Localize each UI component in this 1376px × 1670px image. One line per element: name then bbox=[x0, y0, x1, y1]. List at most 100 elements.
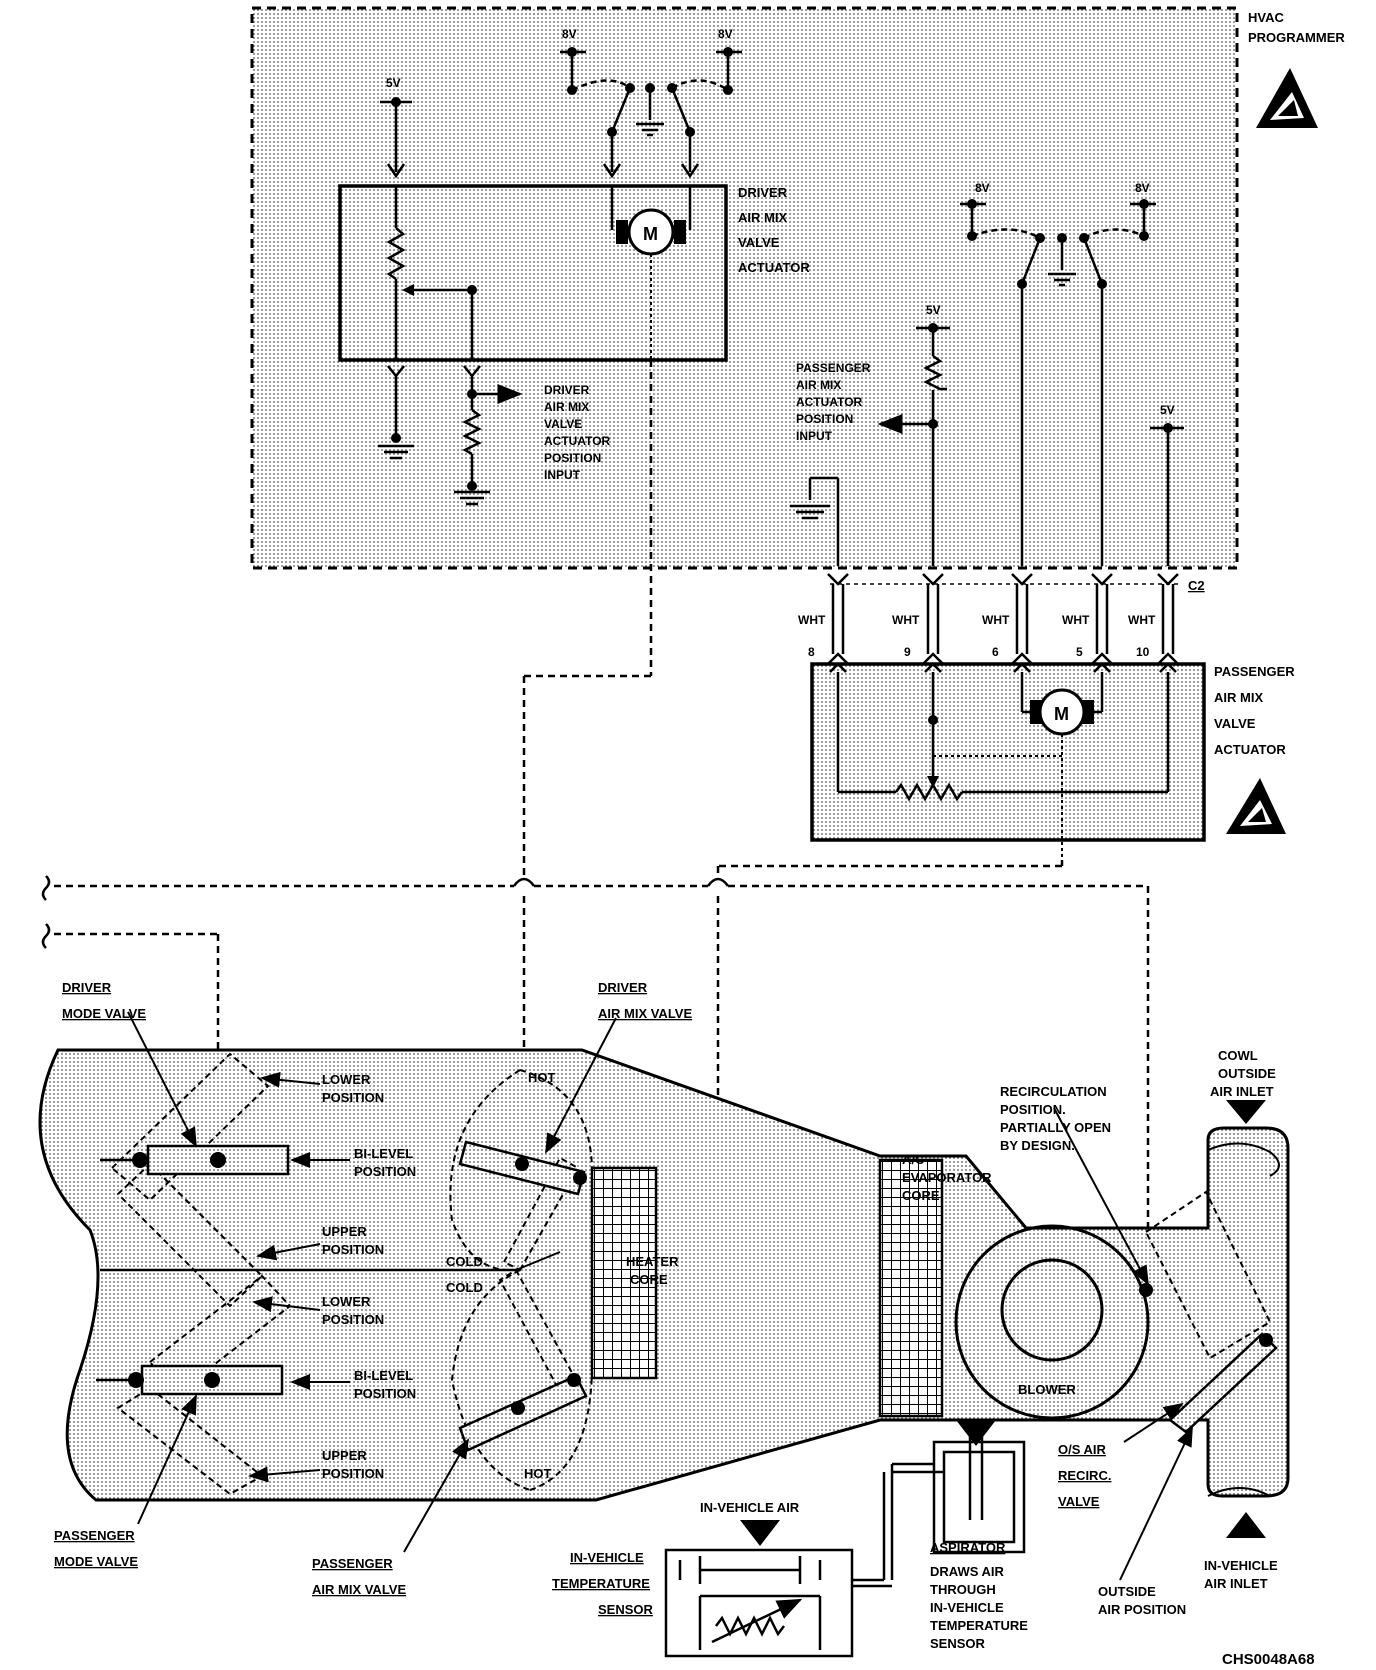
blower-label: BLOWER bbox=[1018, 1382, 1076, 1397]
bilevel-position-top-2: POSITION bbox=[354, 1164, 416, 1179]
passenger-actuator-title-4: ACTUATOR bbox=[1214, 742, 1286, 757]
bilevel-position-bottom-2: POSITION bbox=[354, 1386, 416, 1401]
in-vehicle-inlet-label-2: AIR INLET bbox=[1204, 1576, 1268, 1591]
wire-color-5: WHT bbox=[1062, 613, 1090, 627]
driver-input-line-1: DRIVER bbox=[544, 383, 590, 397]
passenger-5v-label: 5V bbox=[926, 303, 941, 317]
recirculation-label-2: POSITION. bbox=[1000, 1102, 1066, 1117]
in-vehicle-inlet-arrow bbox=[1226, 1512, 1266, 1538]
driver-actuator-title-4: ACTUATOR bbox=[738, 260, 810, 275]
lower-position-bottom-2: POSITION bbox=[322, 1312, 384, 1327]
evaporator-label-3: CORE bbox=[902, 1188, 940, 1203]
aspirator-label-6: SENSOR bbox=[930, 1636, 986, 1651]
driver-air-mix-actuator: M bbox=[338, 184, 728, 362]
passenger-motor-label: M bbox=[1054, 704, 1069, 724]
driver-5v-label: 5V bbox=[386, 76, 401, 90]
os-air-valve-label-1: O/S AIR bbox=[1058, 1442, 1107, 1457]
cowl-inlet-label-3: AIR INLET bbox=[1210, 1084, 1274, 1099]
passenger-input-line-5: INPUT bbox=[796, 429, 833, 443]
outside-air-position-label-1: OUTSIDE bbox=[1098, 1584, 1156, 1599]
upper-position-top-1: UPPER bbox=[322, 1224, 367, 1239]
programmer-title-2: PROGRAMMER bbox=[1248, 30, 1345, 45]
in-vehicle-inlet-label-1: IN-VEHICLE bbox=[1204, 1558, 1278, 1573]
driver-mode-valve-label-2: MODE VALVE bbox=[62, 1006, 146, 1021]
wire-color-10: WHT bbox=[1128, 613, 1156, 627]
evaporator-label-1: A/C bbox=[902, 1152, 925, 1167]
cowl-inlet-label-1: COWL bbox=[1218, 1048, 1258, 1063]
bilevel-position-top-1: BI-LEVEL bbox=[354, 1146, 413, 1161]
passenger-8v-label-left: 8V bbox=[975, 181, 990, 195]
passenger-input-line-1: PASSENGER bbox=[796, 361, 871, 375]
aspirator-airflow-arrow bbox=[956, 1420, 996, 1446]
pin-6: 6 bbox=[992, 645, 999, 659]
lower-position-top-2: POSITION bbox=[322, 1090, 384, 1105]
aspirator-label-3: THROUGH bbox=[930, 1582, 996, 1597]
outside-air-position-label-2: AIR POSITION bbox=[1098, 1602, 1186, 1617]
in-vehicle-air-label: IN-VEHICLE AIR bbox=[700, 1500, 800, 1515]
driver-input-line-6: INPUT bbox=[544, 468, 581, 482]
cold-label-bottom: COLD bbox=[446, 1280, 483, 1295]
passenger-input-line-4: POSITION bbox=[796, 412, 853, 426]
passenger-input-line-3: ACTUATOR bbox=[796, 395, 863, 409]
upper-position-top-2: POSITION bbox=[322, 1242, 384, 1257]
driver-8v-label-left: 8V bbox=[562, 27, 577, 41]
driver-motor-drive-switches bbox=[560, 50, 742, 172]
passenger-5v-label-2: 5V bbox=[1160, 403, 1175, 417]
upper-position-bottom-1: UPPER bbox=[322, 1448, 367, 1463]
cowl-inlet-label-2: OUTSIDE bbox=[1218, 1066, 1276, 1081]
recirculation-label-3: PARTIALLY OPEN bbox=[1000, 1120, 1111, 1135]
hvac-module-housing bbox=[38, 1048, 1290, 1502]
upper-position-bottom-2: POSITION bbox=[322, 1466, 384, 1481]
heater-core-label-1: HEATER bbox=[626, 1254, 679, 1269]
connector-name: C2 bbox=[1188, 578, 1205, 593]
driver-air-mix-valve-label-2: AIR MIX VALVE bbox=[598, 1006, 692, 1021]
lower-position-bottom-1: LOWER bbox=[322, 1294, 371, 1309]
programmer-title-1: HVAC bbox=[1248, 10, 1284, 25]
hot-label-bottom: HOT bbox=[524, 1466, 552, 1481]
evaporator-label-2: EVAPORATOR bbox=[902, 1170, 992, 1185]
aspirator-label-1: ASPIRATOR bbox=[930, 1540, 1006, 1555]
temp-sensor-label-2: TEMPERATURE bbox=[552, 1576, 650, 1591]
pin-10: 10 bbox=[1136, 645, 1150, 659]
driver-input-line-2: AIR MIX bbox=[544, 400, 589, 414]
in-vehicle-air-arrow bbox=[740, 1520, 780, 1546]
heater-core bbox=[590, 1166, 658, 1380]
driver-air-mix-valve-label-1: DRIVER bbox=[598, 980, 648, 995]
aspirator-label-4: IN-VEHICLE bbox=[930, 1600, 1004, 1615]
recirculation-label-4: BY DESIGN. bbox=[1000, 1138, 1075, 1153]
passenger-actuator-title-2: AIR MIX bbox=[1214, 690, 1263, 705]
os-air-valve-label-2: RECIRC. bbox=[1058, 1468, 1111, 1483]
esd-warning-icon-2 bbox=[1226, 778, 1286, 834]
cowl-inlet-arrow bbox=[1226, 1100, 1266, 1124]
recirculation-label-1: RECIRCULATION bbox=[1000, 1084, 1107, 1099]
passenger-motor: M bbox=[1030, 688, 1094, 736]
pin-8: 8 bbox=[808, 645, 815, 659]
cold-label-top: COLD bbox=[446, 1254, 483, 1269]
bilevel-position-bottom-1: BI-LEVEL bbox=[354, 1368, 413, 1383]
driver-motor-label: M bbox=[643, 224, 658, 244]
driver-8v-label-right: 8V bbox=[718, 27, 733, 41]
wire-color-8: WHT bbox=[798, 613, 826, 627]
temp-sensor-label-1: IN-VEHICLE bbox=[570, 1550, 644, 1565]
blower bbox=[954, 1224, 1150, 1420]
driver-input-line-4: ACTUATOR bbox=[544, 434, 611, 448]
driver-input-line-3: VALVE bbox=[544, 417, 582, 431]
passenger-actuator-title-1: PASSENGER bbox=[1214, 664, 1295, 679]
figure-code: CHS0048A68 bbox=[1222, 1651, 1315, 1668]
temperature-sensor bbox=[664, 1548, 854, 1658]
passenger-actuator-title-3: VALVE bbox=[1214, 716, 1256, 731]
passenger-mode-valve-label-2: MODE VALVE bbox=[54, 1554, 138, 1569]
esd-warning-icon bbox=[1256, 68, 1318, 128]
air-mix-doors-drawing bbox=[449, 1069, 593, 1491]
connector-c2 bbox=[827, 573, 1180, 665]
lower-position-top-1: LOWER bbox=[322, 1072, 371, 1087]
hot-label-top: HOT bbox=[528, 1070, 556, 1085]
os-air-recirc-valve-drawing bbox=[1139, 1142, 1280, 1497]
passenger-mode-valve-label-1: PASSENGER bbox=[54, 1528, 135, 1543]
driver-motor: M bbox=[616, 208, 686, 256]
heater-core-label-2: CORE bbox=[630, 1272, 668, 1287]
aspirator-label-2: DRAWS AIR bbox=[930, 1564, 1005, 1579]
aspirator-label-5: TEMPERATURE bbox=[930, 1618, 1028, 1633]
passenger-input-line-2: AIR MIX bbox=[796, 378, 841, 392]
